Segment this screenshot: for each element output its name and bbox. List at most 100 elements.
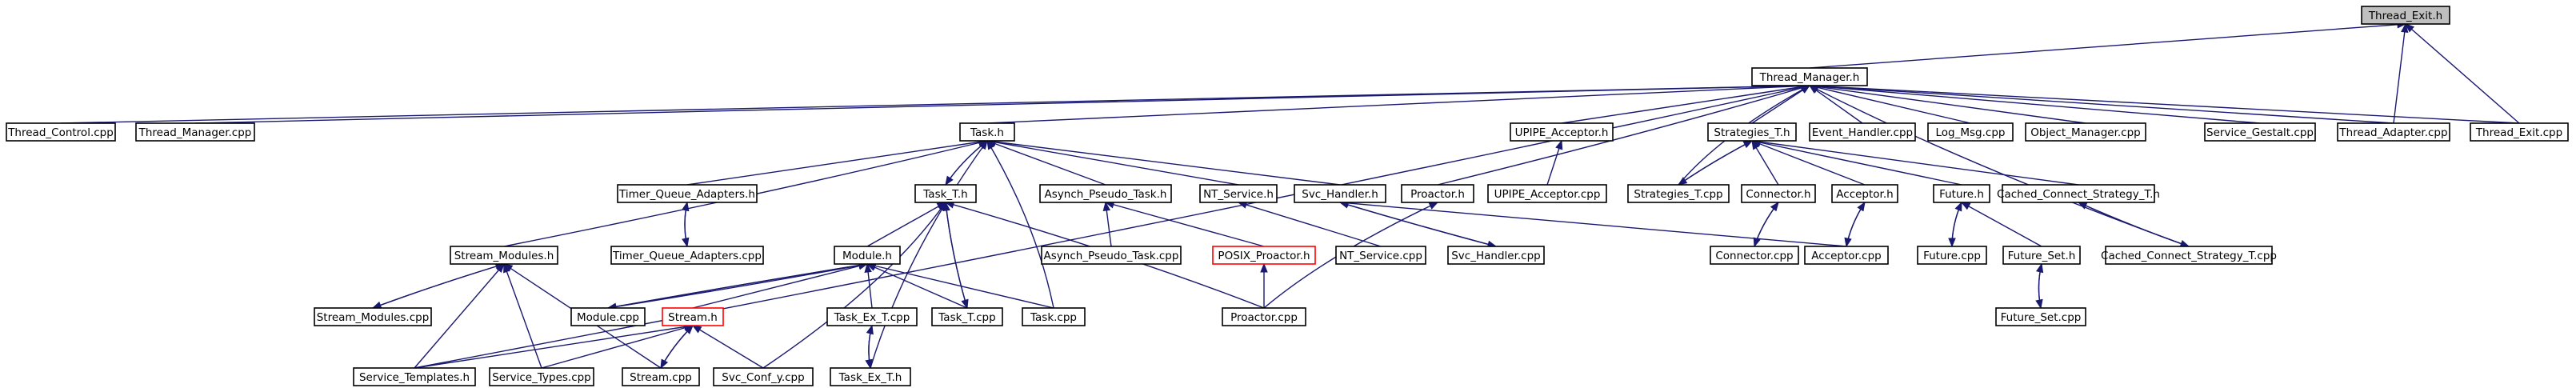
node-svc-handler-cpp[interactable]: Svc_Handler.cpp <box>1447 246 1545 265</box>
node-thread-manager-cpp[interactable]: Thread_Manager.cpp <box>135 122 255 142</box>
node-object-manager-cpp[interactable]: Object_Manager.cpp <box>2025 122 2146 142</box>
node-box[interactable] <box>353 367 476 386</box>
node-future-h[interactable]: Future.h <box>1933 184 1990 203</box>
node-timer-queue-adapters-h[interactable]: Timer_Queue_Adapters.h <box>617 184 758 203</box>
node-box[interactable] <box>1294 184 1386 203</box>
node-task-cpp[interactable]: Task.cpp <box>1022 307 1086 326</box>
node-thread-exit-h[interactable]: Thread_Exit.h <box>2361 6 2450 25</box>
node-task-t-h[interactable]: Task_T.h <box>914 184 977 203</box>
node-proactor-h[interactable]: Proactor.h <box>1401 184 1474 203</box>
node-future-set-cpp[interactable]: Future_Set.cpp <box>1995 307 2086 326</box>
node-service-types-cpp[interactable]: Service_Types.cpp <box>489 367 594 386</box>
node-acceptor-cpp[interactable]: Acceptor.cpp <box>1804 246 1889 265</box>
node-box[interactable] <box>1022 307 1086 326</box>
node-proactor-cpp[interactable]: Proactor.cpp <box>1222 307 1306 326</box>
node-stream-modules-h[interactable]: Stream_Modules.h <box>450 246 558 265</box>
node-cached-connect-strategy-t-h[interactable]: Cached_Connect_Strategy_T.h <box>1997 184 2160 203</box>
node-box[interactable] <box>489 367 594 386</box>
node-cached-connect-strategy-t-cpp[interactable]: Cached_Connect_Strategy_T.cpp <box>2101 246 2277 265</box>
node-nt-service-cpp[interactable]: NT_Service.cpp <box>1335 246 1426 265</box>
node-box[interactable] <box>1039 184 1172 203</box>
node-asynch-pseudo-task-h[interactable]: Asynch_Pseudo_Task.h <box>1039 184 1172 203</box>
node-event-handler-cpp[interactable]: Event_Handler.cpp <box>1809 122 1916 142</box>
node-box[interactable] <box>662 307 724 326</box>
node-box[interactable] <box>1804 246 1889 265</box>
node-module-h[interactable]: Module.h <box>834 246 901 265</box>
node-box[interactable] <box>1707 122 1797 142</box>
node-strategies-t-cpp[interactable]: Strategies_T.cpp <box>1627 184 1730 203</box>
node-box[interactable] <box>1995 307 2086 326</box>
node-future-cpp[interactable]: Future.cpp <box>1917 246 1987 265</box>
node-future-set-h[interactable]: Future_Set.h <box>2002 246 2081 265</box>
node-box[interactable] <box>1933 184 1990 203</box>
node-task-ex-t-cpp[interactable]: Task_Ex_T.cpp <box>826 307 918 326</box>
node-stream-cpp[interactable]: Stream.cpp <box>622 367 700 386</box>
node-box[interactable] <box>135 122 255 142</box>
node-strategies-t-h[interactable]: Strategies_T.h <box>1707 122 1797 142</box>
node-box[interactable] <box>1510 122 1614 142</box>
node-upipe-acceptor-h[interactable]: UPIPE_Acceptor.h <box>1510 122 1614 142</box>
node-acceptor-h[interactable]: Acceptor.h <box>1831 184 1898 203</box>
node-stream-h[interactable]: Stream.h <box>662 307 724 326</box>
node-box[interactable] <box>914 184 977 203</box>
node-log-msg-cpp[interactable]: Log_Msg.cpp <box>1927 122 2014 142</box>
node-box[interactable] <box>1212 246 1316 265</box>
node-service-gestalt-cpp[interactable]: Service_Gestalt.cpp <box>2204 122 2316 142</box>
node-box[interactable] <box>1447 246 1545 265</box>
node-box[interactable] <box>2105 246 2273 265</box>
node-box[interactable] <box>826 307 918 326</box>
node-box[interactable] <box>2002 184 2155 203</box>
node-thread-adapter-cpp[interactable]: Thread_Adapter.cpp <box>2337 122 2450 142</box>
node-service-templates-h[interactable]: Service_Templates.h <box>353 367 476 386</box>
node-asynch-pseudo-task-cpp[interactable]: Asynch_Pseudo_Task.cpp <box>1041 246 1182 265</box>
node-upipe-acceptor-cpp[interactable]: UPIPE_Acceptor.cpp <box>1487 184 1607 203</box>
node-task-t-cpp[interactable]: Task_T.cpp <box>931 307 1003 326</box>
node-box[interactable] <box>617 184 758 203</box>
node-box[interactable] <box>830 367 911 386</box>
node-box[interactable] <box>610 246 764 265</box>
node-box[interactable] <box>1927 122 2014 142</box>
node-box[interactable] <box>1741 184 1816 203</box>
node-box[interactable] <box>1751 67 1868 86</box>
node-box[interactable] <box>1041 246 1182 265</box>
node-thread-manager-h[interactable]: Thread_Manager.h <box>1751 67 1868 86</box>
node-box[interactable] <box>1831 184 1898 203</box>
node-task-ex-t-h[interactable]: Task_Ex_T.h <box>830 367 911 386</box>
node-connector-h[interactable]: Connector.h <box>1741 184 1816 203</box>
node-box[interactable] <box>834 246 901 265</box>
node-box[interactable] <box>2361 6 2450 25</box>
node-box[interactable] <box>2337 122 2450 142</box>
node-thread-exit-cpp[interactable]: Thread_Exit.cpp <box>2470 122 2569 142</box>
node-box[interactable] <box>314 307 432 326</box>
node-box[interactable] <box>570 307 646 326</box>
node-box[interactable] <box>6 122 116 142</box>
node-nt-service-h[interactable]: NT_Service.h <box>1199 184 1278 203</box>
node-box[interactable] <box>1917 246 1987 265</box>
node-box[interactable] <box>959 122 1015 142</box>
node-box[interactable] <box>2002 246 2081 265</box>
node-box[interactable] <box>2470 122 2569 142</box>
node-box[interactable] <box>2204 122 2316 142</box>
node-box[interactable] <box>1222 307 1306 326</box>
node-stream-modules-cpp[interactable]: Stream_Modules.cpp <box>314 307 432 326</box>
node-svc-conf-y-cpp[interactable]: Svc_Conf_y.cpp <box>713 367 814 386</box>
node-box[interactable] <box>1335 246 1426 265</box>
node-box[interactable] <box>2025 122 2146 142</box>
node-posix-proactor-h[interactable]: POSIX_Proactor.h <box>1212 246 1316 265</box>
node-box[interactable] <box>1487 184 1607 203</box>
node-box[interactable] <box>1401 184 1474 203</box>
node-box[interactable] <box>713 367 814 386</box>
node-box[interactable] <box>1199 184 1278 203</box>
node-box[interactable] <box>1710 246 1799 265</box>
node-box[interactable] <box>1809 122 1916 142</box>
node-box[interactable] <box>931 307 1003 326</box>
node-box[interactable] <box>622 367 700 386</box>
node-box[interactable] <box>450 246 558 265</box>
node-connector-cpp[interactable]: Connector.cpp <box>1710 246 1799 265</box>
node-timer-queue-adapters-cpp[interactable]: Timer_Queue_Adapters.cpp <box>610 246 764 265</box>
node-svc-handler-h[interactable]: Svc_Handler.h <box>1294 184 1386 203</box>
node-module-cpp[interactable]: Module.cpp <box>570 307 646 326</box>
node-task-h[interactable]: Task.h <box>959 122 1015 142</box>
node-box[interactable] <box>1627 184 1730 203</box>
node-thread-control-cpp[interactable]: Thread_Control.cpp <box>6 122 116 142</box>
